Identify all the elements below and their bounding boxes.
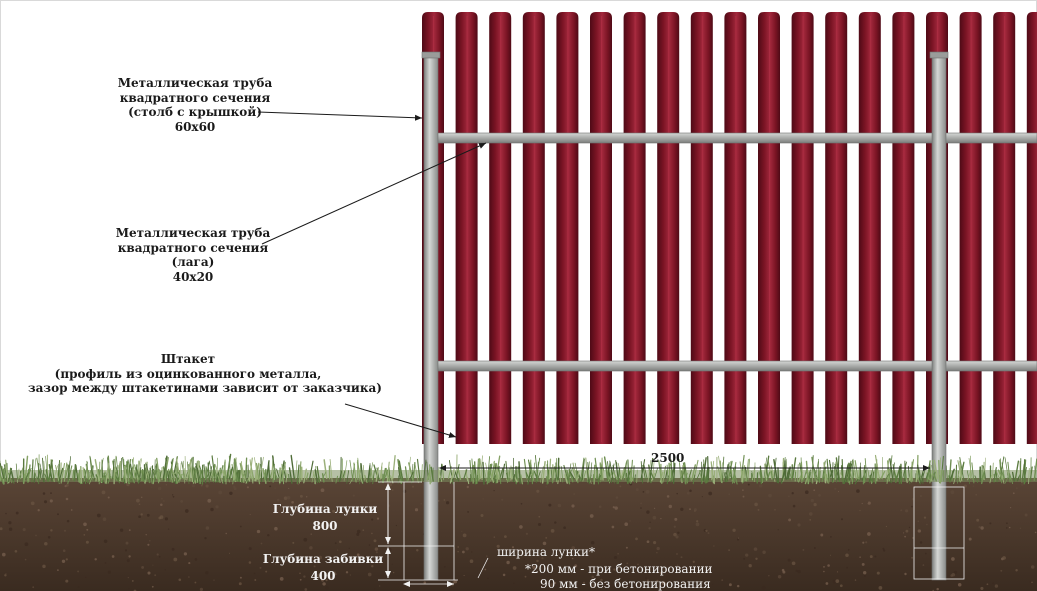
picket-callout-line: зазор между штакетинами зависит от заказ… xyxy=(28,381,382,395)
post-callout-line: квадратного сечения xyxy=(119,90,271,105)
picket xyxy=(858,12,881,444)
post-callout-size: 60х60 xyxy=(174,119,216,134)
picket-callout-line: Штакет xyxy=(160,352,216,366)
picket xyxy=(522,12,545,444)
picket xyxy=(791,12,814,444)
picket xyxy=(657,12,680,444)
left-post xyxy=(421,51,441,581)
hole-depth-label: Глубина лунки 800 xyxy=(270,501,380,535)
post-callout: Металлическая труба квадратного сечения … xyxy=(110,76,280,134)
drive-depth-title: Глубина забивки xyxy=(262,552,384,566)
drive-depth-label: Глубина забивки 400 xyxy=(262,551,384,585)
picket-leader-line xyxy=(344,403,457,438)
picket xyxy=(489,12,512,444)
picket xyxy=(993,12,1016,444)
hole-width-leader xyxy=(477,557,489,579)
picket xyxy=(455,12,478,444)
post-callout-line: Металлическая труба xyxy=(117,76,273,90)
post-leader-line xyxy=(257,111,423,121)
hole-width-note-concrete: *200 мм - при бетонировании xyxy=(525,562,713,576)
post-cap xyxy=(929,51,949,59)
picket xyxy=(892,12,915,444)
span-dimension-label: 2500 xyxy=(651,451,685,465)
grass xyxy=(0,453,1037,485)
picket xyxy=(556,12,579,444)
picket xyxy=(959,12,982,444)
rail-callout-size: 40х20 xyxy=(172,269,214,284)
picket xyxy=(623,12,646,444)
picket xyxy=(1026,12,1037,444)
rail-callout-line: (лага) xyxy=(171,255,215,269)
picket xyxy=(758,12,780,444)
picket xyxy=(690,12,713,444)
post-cap xyxy=(421,51,441,59)
hole-width-note-plain: 90 мм - без бетонирования xyxy=(540,577,711,591)
picket-callout-line: (профиль из оцинкованного металла, xyxy=(54,366,322,381)
hole-depth-title: Глубина лунки xyxy=(272,502,378,516)
right-hole-outline xyxy=(913,486,965,580)
rail-callout-line: Металлическая труба xyxy=(115,226,271,240)
picket xyxy=(724,12,747,444)
rail-callout-line: квадратного сечения xyxy=(117,240,269,255)
hole-width-title: ширина лунки* xyxy=(497,545,595,559)
drive-depth-value: 400 xyxy=(310,569,336,583)
picket xyxy=(825,12,848,444)
soil-texture xyxy=(0,482,1037,591)
rail-callout: Металлическая труба квадратного сечения … xyxy=(108,226,278,284)
picket-callout: Штакет (профиль из оцинкованного металла… xyxy=(28,352,382,396)
picket xyxy=(590,12,612,444)
rail-leader-line xyxy=(261,142,487,245)
right-post xyxy=(929,51,949,581)
post-callout-line: (столб с крышкой) xyxy=(128,105,262,119)
hole-depth-value: 800 xyxy=(312,519,338,533)
soil xyxy=(0,478,1037,591)
